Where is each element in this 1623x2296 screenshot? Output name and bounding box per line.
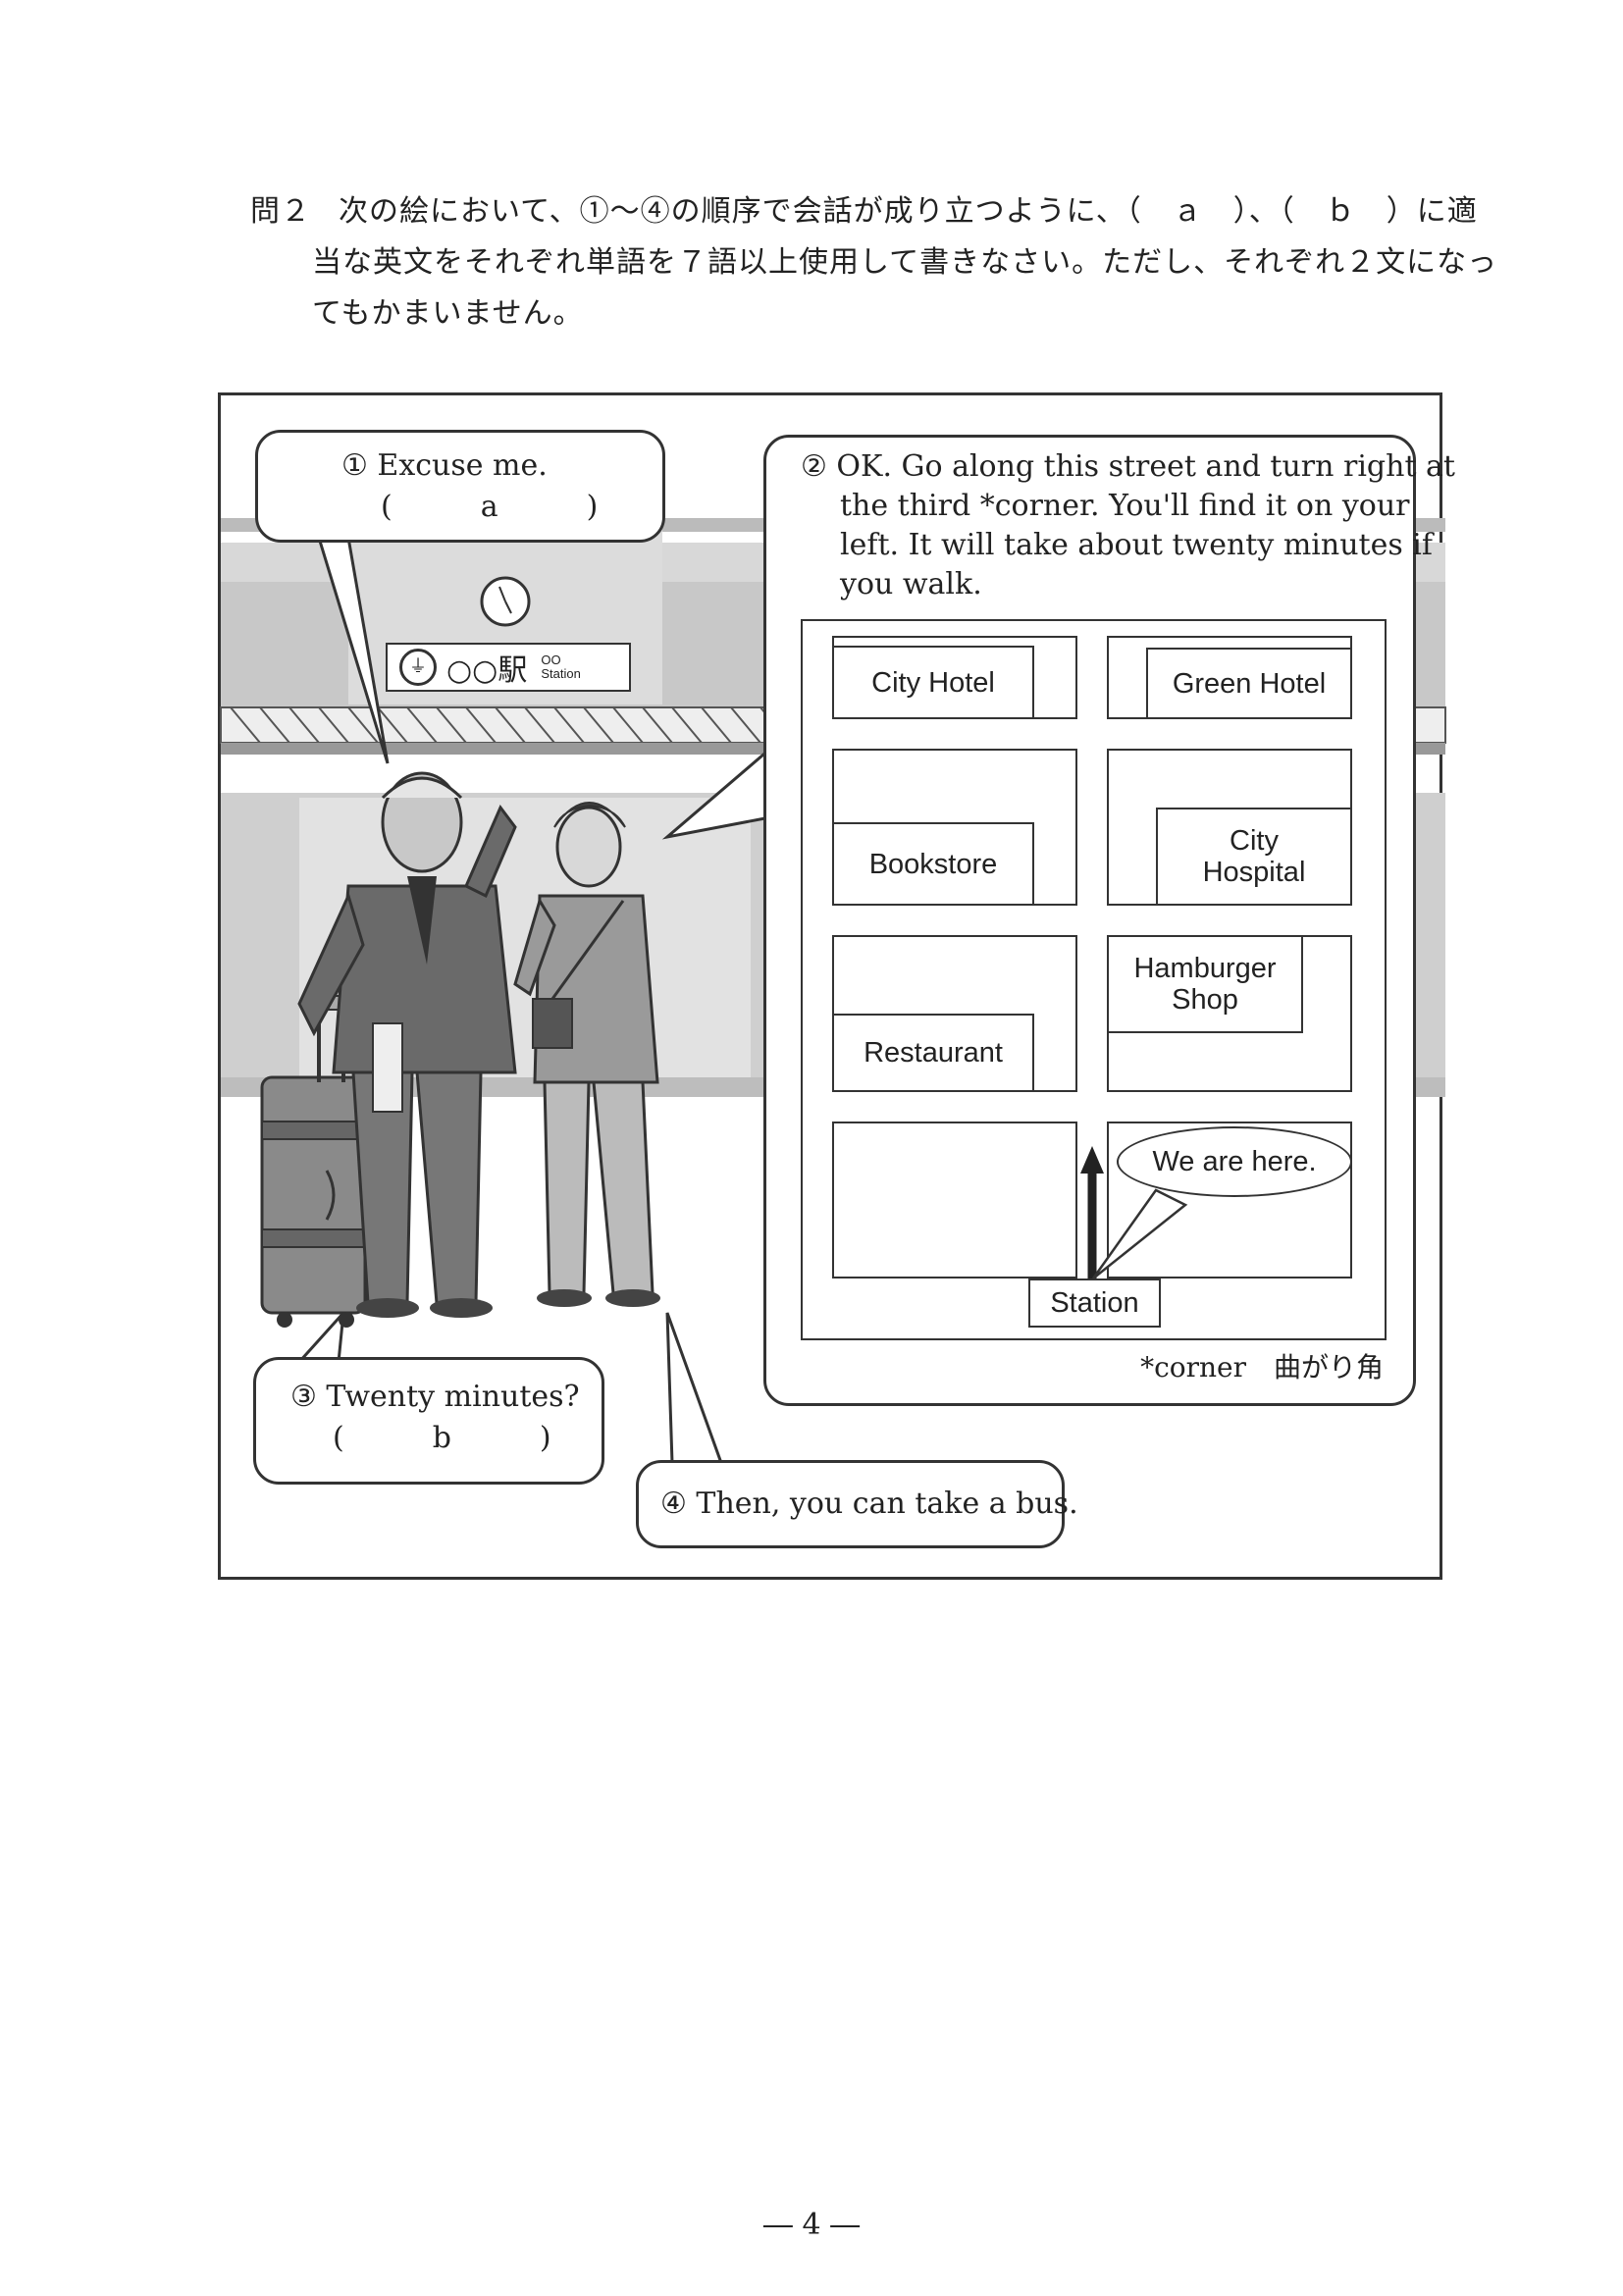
map-bookstore: Bookstore [832,822,1034,906]
bubble-2-line-4: you walk. [840,567,982,601]
bubble-4-text: ④ Then, you can take a bus. [660,1487,1078,1521]
map: City Hotel Green Hotel Bookstore City Ho… [801,619,1387,1340]
question-text-line-3: てもかまいません。 [312,296,584,331]
up-arrow-icon [1080,1146,1104,1278]
we-are-here-bubble: We are here. [1117,1126,1352,1197]
question-text-line-2: 当な英文をそれぞれ単語を７語以上使用して書きなさい。ただし、それぞれ２文になっ [312,245,1498,280]
bubble-1-blank-a: ( a ) [381,490,599,524]
speech-bubble-1: ① Excuse me. ( a ) [255,430,665,543]
speech-bubble-3: ③ Twenty minutes? ( b ) [253,1357,604,1485]
question-number: 問２ [250,194,311,229]
bubble-3-line-1: ③ Twenty minutes? [290,1380,580,1414]
map-hamburger-shop-line-1: Hamburger [1133,953,1277,984]
we-are-here-tail [1091,1188,1188,1279]
map-station: Station [1028,1278,1161,1328]
map-hamburger-shop: Hamburger Shop [1107,935,1303,1033]
page-number: ― 4 ― [762,2208,861,2242]
map-restaurant: Restaurant [832,1014,1034,1092]
train-logo-icon: ⏚ [399,649,437,686]
map-city-hospital: City Hospital [1156,808,1352,906]
station-sign-name: ○○駅 [446,653,528,688]
map-green-hotel: Green Hotel [1146,648,1352,719]
bubble-1-line-1: ① Excuse me. [341,448,548,483]
speech-bubble-4: ④ Then, you can take a bus. [636,1460,1078,1548]
illustration-frame: ⏚ ○○駅 OO Station ① Excuse me. ( a ) ② OK… [218,392,1455,1580]
map-hamburger-shop-line-2: Shop [1172,984,1238,1016]
bubble-3-blank-b: ( b ) [333,1421,551,1455]
station-sign-roman-bottom: Station [541,666,581,681]
question-text-line-1: 次の絵において、①～④の順序で会話が成り立つように、（ ａ ）、（ ｂ ）に適 [339,194,1478,229]
map-block [832,1122,1077,1278]
station-sign: ⏚ ○○駅 OO Station [386,643,631,692]
speech-bubble-2: ② OK. Go along this street and turn righ… [763,435,1455,1406]
map-city-hospital-line-2: Hospital [1202,857,1306,888]
bubble-2-line-2: the third *corner. You'll find it on you… [840,489,1410,523]
station-sign-roman-top: OO [541,652,561,667]
bubble-2-line-1: ② OK. Go along this street and turn righ… [801,449,1455,484]
bubble-2-line-3: left. It will take about twenty minutes … [840,528,1433,562]
footnote: *corner 曲がり角 [1140,1351,1384,1383]
map-city-hospital-line-1: City [1230,825,1279,857]
map-city-hotel: City Hotel [832,646,1034,719]
